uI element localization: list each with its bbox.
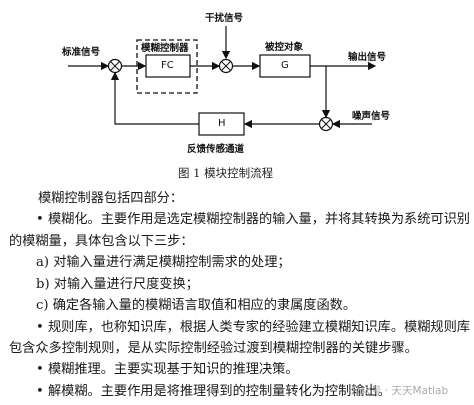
block-diagram <box>68 26 377 136</box>
sub-item-c: c) 确定各输入量的模糊语言取值和相应的隶属度函数。 <box>36 298 357 313</box>
sub-item-a: a) 对输入量进行满足模糊控制需求的处理； <box>36 255 291 270</box>
feedback-channel-label: 反馈传感通道 <box>187 144 245 155</box>
item-rulebase-line2: 包含众多控制规则，是从实际控制经验过渡到模糊控制器的关键步骤。 <box>9 341 418 356</box>
plant-label: 被控对象 <box>265 42 304 53</box>
summing-junction-3 <box>318 116 334 132</box>
summing-junction-2 <box>218 58 234 74</box>
output-signal-label: 输出信号 <box>348 52 387 63</box>
figure-caption: 图 1 模块控制流程 <box>178 166 274 180</box>
intro-line: 模糊控制器包括四部分： <box>38 191 184 206</box>
disturbance-label: 干扰信号 <box>205 13 244 24</box>
fc-block-label: FC <box>161 60 174 71</box>
input-signal-label: 标准信号 <box>62 47 101 58</box>
item-defuzzification: • 解模糊。主要作用是将推理得到的控制量转化为控制输出。 <box>36 384 391 399</box>
item-fuzzification-line1: • 模糊化。主要作用是选定模糊控制器的输入量，并将其转换为系统可识别 <box>36 212 470 227</box>
g-block-label: G <box>281 60 289 71</box>
item-fuzzification-line2: 的模糊量，具体包含以下三步： <box>9 234 194 249</box>
item-inference: • 模糊推理。主要实现基于知识的推理决策。 <box>36 362 299 377</box>
sub-item-b: b) 对输入量进行尺度变换； <box>36 277 199 292</box>
noise-label: 噪声信号 <box>352 111 391 122</box>
controller-group-label: 模糊控制器 <box>141 43 189 54</box>
h-block-label: H <box>218 118 226 129</box>
watermark: 公众号 · 天天Matlab <box>350 385 449 397</box>
item-rulebase-line1: • 规则库，也称知识库，根据人类专家的经验建立模糊知识库。模糊规则库 <box>36 320 470 335</box>
summing-junction-1 <box>107 58 123 74</box>
